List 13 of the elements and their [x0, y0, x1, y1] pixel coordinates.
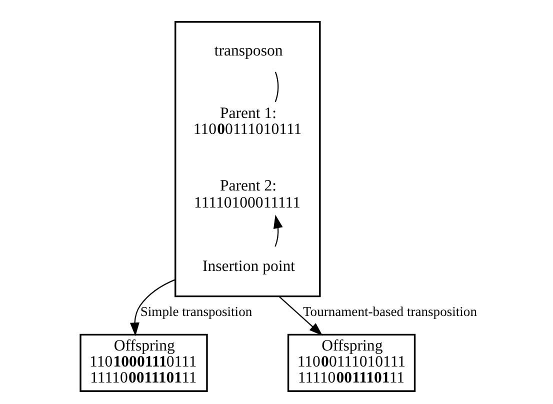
edge-label: Tournament-based transposition	[302, 304, 476, 320]
node-box: Offspring 11000111010111 11110001110111	[286, 334, 416, 392]
arrow	[272, 214, 282, 247]
node-box: Offspring 11010001110111 11110001110111	[79, 334, 208, 392]
node-text: transposon	[214, 42, 282, 60]
arrow	[129, 279, 176, 336]
edge-label: Simple transposition	[140, 304, 252, 320]
node-text: Parent 1: 11000111010111	[192, 105, 302, 138]
cluster	[174, 21, 320, 298]
node-text: Insertion point	[202, 258, 295, 276]
connector	[274, 72, 278, 102]
node-text: Parent 2: 11110100011111	[194, 177, 300, 212]
arrow	[278, 296, 322, 336]
